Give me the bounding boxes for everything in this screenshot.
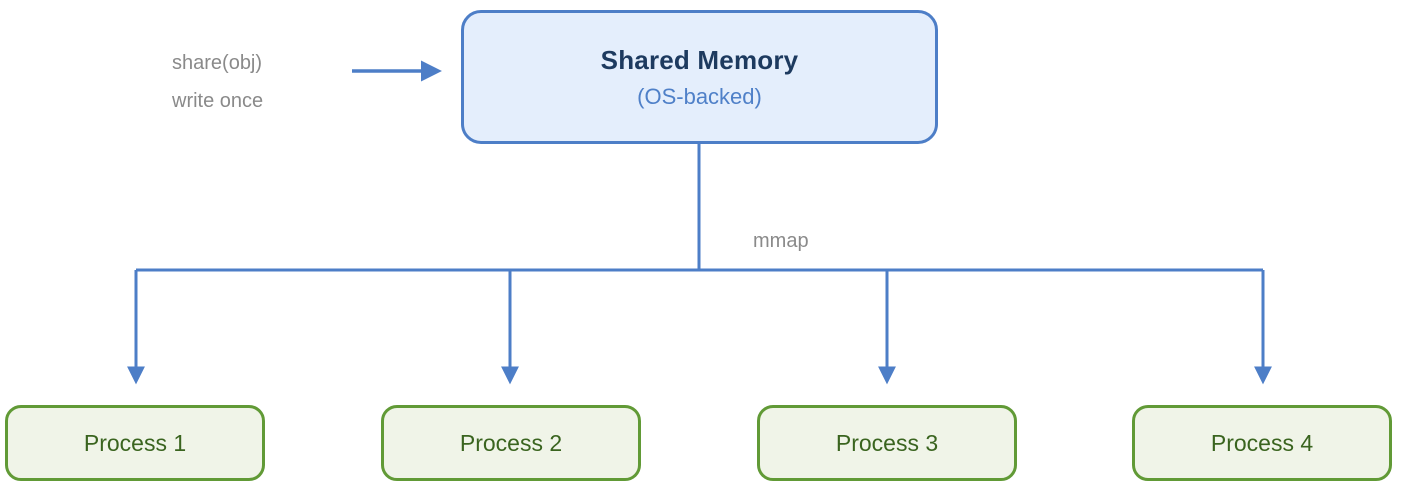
share-annotation-line1: share(obj) bbox=[172, 52, 263, 74]
process-1-node: Process 1 bbox=[5, 405, 265, 481]
mmap-edge-label: mmap bbox=[753, 230, 809, 252]
shared-memory-title: Shared Memory bbox=[600, 44, 799, 75]
share-annotation-line2: write once bbox=[172, 90, 264, 112]
process-4-label: Process 4 bbox=[1210, 429, 1314, 456]
process-4-node: Process 4 bbox=[1132, 405, 1392, 481]
process-2-node: Process 2 bbox=[381, 405, 641, 481]
process-1-label: Process 1 bbox=[83, 429, 187, 456]
process-3-label: Process 3 bbox=[835, 429, 939, 456]
shared-memory-subtitle: (OS-backed) bbox=[637, 83, 762, 109]
shared-memory-node: Shared Memory (OS-backed) bbox=[461, 10, 938, 144]
process-2-label: Process 2 bbox=[459, 429, 563, 456]
share-annotation: share(obj) write once bbox=[172, 44, 263, 120]
process-3-node: Process 3 bbox=[757, 405, 1017, 481]
